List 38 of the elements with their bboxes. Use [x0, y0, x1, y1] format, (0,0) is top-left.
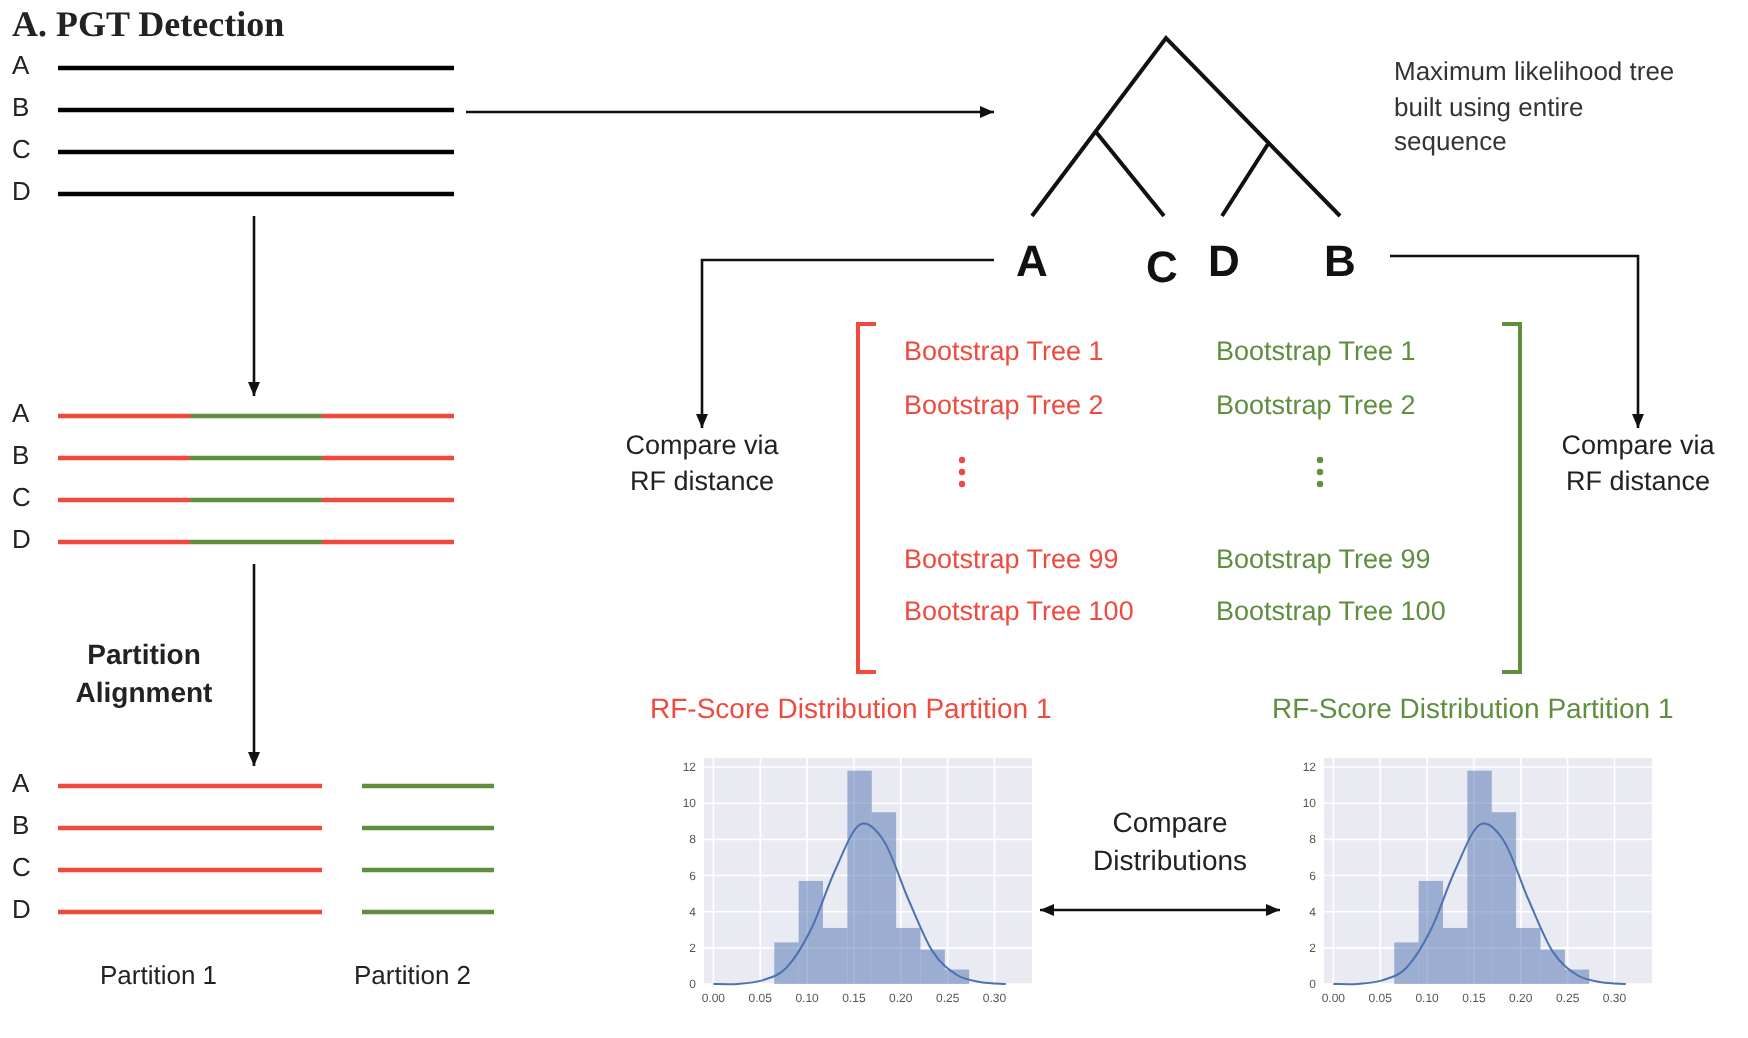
- tree-label: Bootstrap Tree 1: [904, 336, 1104, 368]
- taxon-label: C: [12, 854, 31, 884]
- tree-label: Bootstrap Tree 2: [1216, 390, 1416, 422]
- annotation-text: Compare via RF distance: [1546, 428, 1730, 499]
- partition-label: Partition 1: [100, 962, 218, 992]
- arrow: [1040, 904, 1280, 916]
- tree-label: Bootstrap Tree 1: [1216, 336, 1416, 368]
- tree-caption: Maximum likelihood tree built using entire sequence: [1394, 54, 1677, 160]
- taxon-label: A: [1016, 236, 1048, 287]
- taxon-label: B: [12, 94, 30, 124]
- chart-heading: RF-Score Distribution Partition 1: [1272, 690, 1676, 728]
- partition-label: Partition 2: [354, 962, 472, 992]
- taxon-label: B: [12, 812, 30, 842]
- tree-label: Bootstrap Tree 99: [904, 544, 1119, 576]
- taxon-label: D: [12, 896, 31, 926]
- arrow: [696, 258, 994, 428]
- taxon-label: D: [12, 526, 31, 556]
- taxon-label: A: [12, 400, 30, 430]
- taxon-label: B: [12, 442, 30, 472]
- taxon-label: C: [12, 484, 31, 514]
- taxon-label: C: [12, 136, 31, 166]
- arrow: [248, 216, 260, 396]
- taxon-label: C: [1146, 242, 1178, 293]
- taxon-label: D: [12, 178, 31, 208]
- title: A. PGT Detection: [12, 4, 285, 46]
- arrow: [248, 564, 260, 766]
- taxon-label: A: [12, 52, 30, 82]
- taxon-label: A: [12, 770, 30, 800]
- arrow: [466, 106, 994, 118]
- taxon-label: B: [1324, 236, 1356, 287]
- tree-label: Bootstrap Tree 100: [904, 596, 1134, 628]
- tree-label: Bootstrap Tree 100: [1216, 596, 1446, 628]
- annotation-text: Compare via RF distance: [610, 428, 794, 499]
- tree-label: Bootstrap Tree 2: [904, 390, 1104, 422]
- taxon-label: D: [1208, 236, 1240, 287]
- arrow: [1390, 254, 1644, 428]
- chart-heading: RF-Score Distribution Partition 1: [650, 690, 1054, 728]
- tree-label: Bootstrap Tree 99: [1216, 544, 1431, 576]
